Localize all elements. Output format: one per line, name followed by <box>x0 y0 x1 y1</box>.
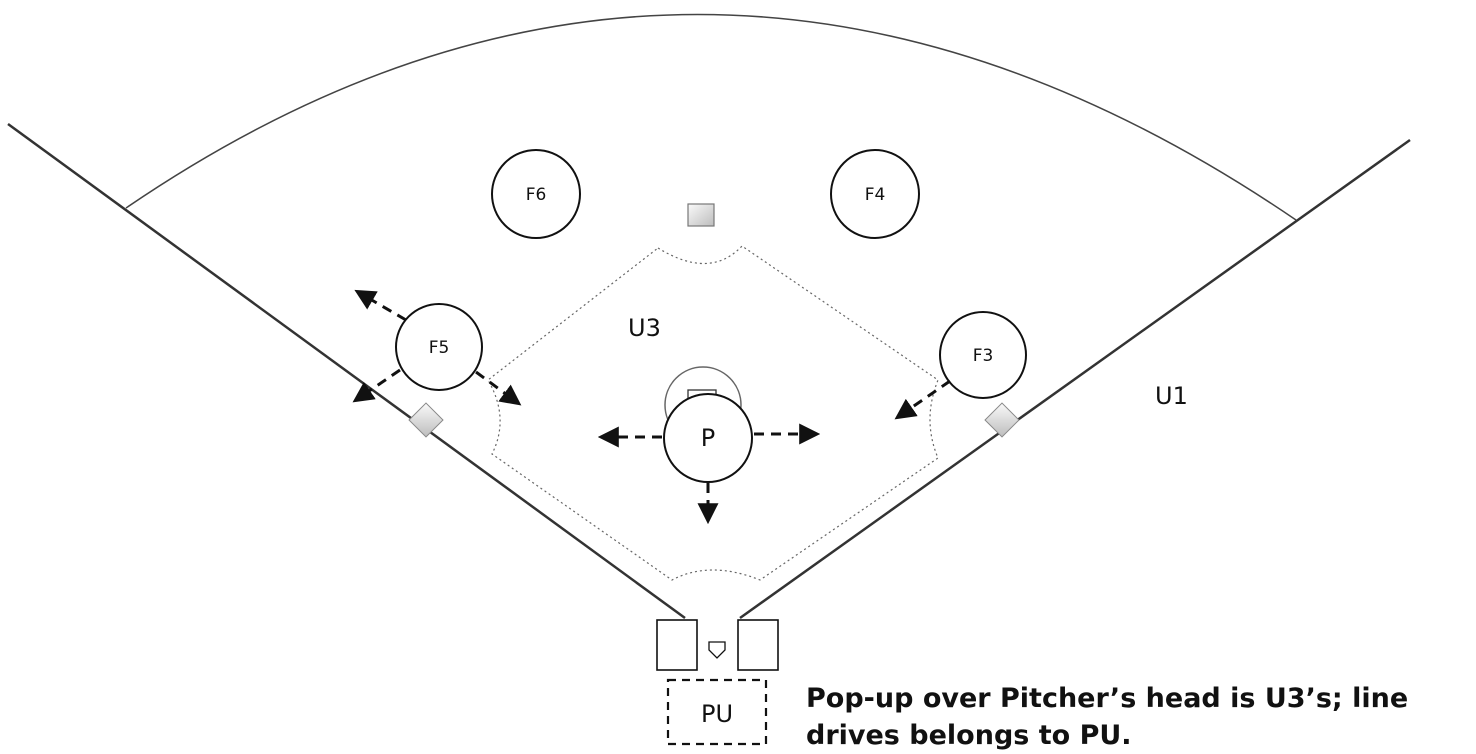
player-f6-label: F6 <box>526 185 547 205</box>
player-f4-label: F4 <box>865 185 886 205</box>
second-base <box>687 203 715 227</box>
f3-arrow <box>894 379 951 420</box>
f5-arrow-left-down <box>352 368 401 403</box>
outfield-fence-arc <box>125 13 1297 221</box>
first-base <box>984 402 1020 438</box>
player-f3-label: F3 <box>973 346 994 366</box>
player-f4-circle <box>830 149 920 239</box>
caption-line-1: Pop-up over Pitcher’s head is U3’s; line <box>806 683 1409 714</box>
plate-umpire-label: PU <box>701 700 733 728</box>
umpire-u3-label: U3 <box>628 314 661 342</box>
player-f3-circle <box>939 311 1027 399</box>
plate-umpire-box <box>666 678 768 746</box>
batters-box-left <box>656 619 698 671</box>
pitcher-label: P <box>701 424 715 452</box>
player-f5-circle <box>395 303 483 391</box>
batters-box-right <box>737 619 779 671</box>
first-base-foul-line <box>739 138 1411 620</box>
play-caption: Pop-up over Pitcher’s head is U3’s; line… <box>806 680 1466 754</box>
pitcher-circle <box>663 393 753 483</box>
player-f5-label: F5 <box>429 338 450 358</box>
caption-line-2: drives belongs to PU. <box>806 720 1132 751</box>
umpire-u1-label: U1 <box>1155 382 1188 410</box>
infield-outline <box>487 245 939 581</box>
f5-arrow-right-down <box>475 370 522 406</box>
f5-arrow-left-up <box>354 289 407 322</box>
home-plate <box>708 641 726 659</box>
player-f6-circle <box>491 149 581 239</box>
third-base <box>408 402 444 438</box>
third-base-foul-line <box>7 122 686 620</box>
